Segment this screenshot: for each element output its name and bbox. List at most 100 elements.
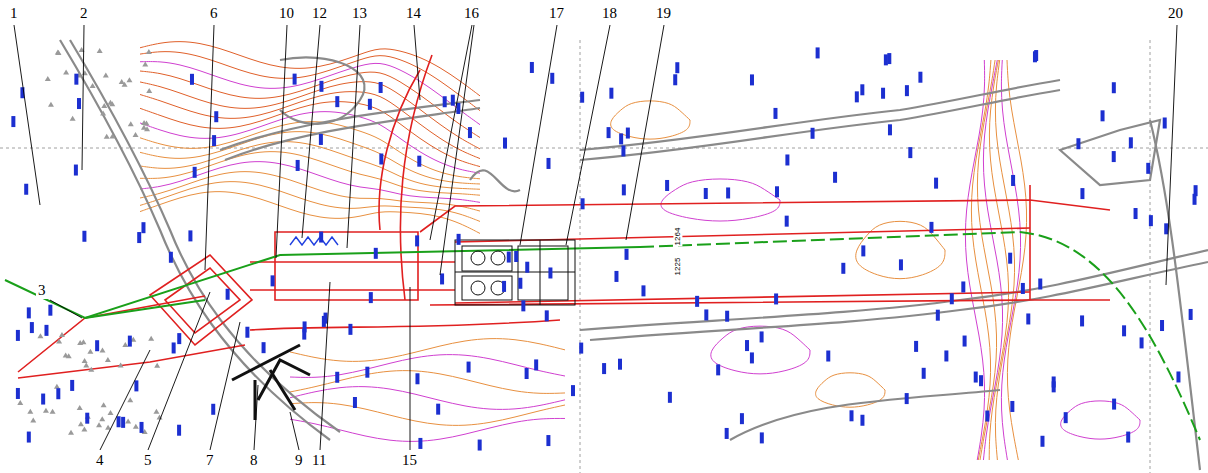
map-feature bbox=[455, 240, 575, 305]
map-feature bbox=[140, 42, 1140, 460]
map-feature bbox=[478, 440, 482, 451]
map-feature bbox=[118, 363, 124, 368]
callout-number: 12 bbox=[310, 5, 329, 22]
map-feature bbox=[335, 372, 339, 383]
map-feature bbox=[451, 95, 455, 106]
callout-number: 20 bbox=[1166, 5, 1185, 22]
map-feature bbox=[640, 232, 1020, 247]
map-feature bbox=[826, 351, 830, 362]
map-feature bbox=[85, 413, 89, 424]
map-feature bbox=[1160, 320, 1164, 331]
map-feature bbox=[1064, 412, 1068, 423]
map-feature bbox=[514, 251, 518, 262]
map-feature bbox=[440, 25, 474, 275]
map-feature bbox=[521, 300, 525, 311]
map-feature bbox=[1080, 188, 1084, 199]
map-feature bbox=[726, 187, 730, 198]
map-feature bbox=[142, 62, 148, 67]
map-feature bbox=[673, 74, 677, 85]
callout-number: 1 bbox=[8, 5, 20, 22]
map-feature bbox=[11, 47, 1197, 450]
map-feature bbox=[548, 267, 552, 278]
map-feature bbox=[607, 127, 611, 138]
map-feature bbox=[468, 127, 472, 138]
map-feature bbox=[1166, 25, 1177, 285]
map-feature bbox=[97, 48, 103, 53]
map-feature bbox=[27, 432, 31, 443]
map-feature bbox=[122, 82, 128, 87]
map-feature bbox=[319, 134, 323, 145]
map-feature bbox=[290, 339, 565, 362]
map-feature bbox=[16, 388, 20, 399]
map-feature bbox=[140, 122, 480, 179]
map-feature bbox=[126, 77, 132, 82]
map-feature bbox=[290, 355, 565, 378]
map-feature bbox=[467, 362, 471, 373]
map-feature bbox=[1122, 325, 1126, 336]
map-feature bbox=[27, 307, 31, 318]
map-feature bbox=[95, 340, 99, 351]
map-feature bbox=[148, 336, 154, 341]
map-feature bbox=[725, 428, 729, 439]
map-feature bbox=[205, 25, 214, 270]
map-feature bbox=[1011, 175, 1015, 186]
map-feature bbox=[611, 101, 690, 139]
map-feature bbox=[525, 368, 529, 379]
map-feature bbox=[665, 180, 669, 191]
map-feature bbox=[1026, 313, 1030, 324]
map-feature bbox=[785, 154, 789, 165]
map-feature bbox=[462, 246, 512, 271]
map-feature bbox=[5, 232, 1200, 440]
map-feature bbox=[1149, 215, 1153, 226]
map-feature bbox=[462, 276, 512, 300]
map-feature bbox=[14, 25, 1177, 450]
map-feature bbox=[503, 138, 507, 149]
map-feature bbox=[415, 373, 419, 384]
map-feature bbox=[961, 281, 965, 292]
map-feature bbox=[11, 116, 15, 127]
map-feature bbox=[1193, 194, 1197, 205]
callout-number: 3 bbox=[36, 282, 48, 299]
map-feature bbox=[971, 60, 991, 460]
map-feature bbox=[55, 50, 61, 55]
map-feature bbox=[18, 55, 1110, 378]
map-feature bbox=[622, 184, 626, 195]
map-feature bbox=[140, 422, 144, 433]
map-feature bbox=[944, 350, 948, 361]
map-feature bbox=[140, 71, 480, 138]
map-feature bbox=[1080, 315, 1084, 326]
map-feature bbox=[730, 390, 1000, 440]
map-feature bbox=[99, 416, 105, 421]
map-feature bbox=[1007, 60, 1027, 460]
map-feature bbox=[368, 99, 372, 110]
map-feature bbox=[379, 70, 420, 230]
map-feature bbox=[1140, 337, 1144, 348]
map-feature bbox=[580, 40, 581, 473]
map-feature bbox=[85, 300, 205, 318]
map-feature bbox=[68, 430, 74, 435]
map-feature bbox=[410, 287, 411, 450]
map-feature bbox=[580, 90, 1060, 160]
map-feature bbox=[774, 293, 778, 304]
map-feature bbox=[1021, 283, 1025, 294]
map-feature bbox=[262, 342, 266, 353]
map-feature bbox=[1146, 163, 1150, 174]
map-feature bbox=[82, 231, 86, 242]
dimension-label: 1225 bbox=[673, 257, 682, 277]
callout-number: 8 bbox=[248, 452, 260, 469]
map-feature bbox=[661, 179, 780, 221]
map-feature bbox=[985, 411, 989, 422]
map-feature bbox=[245, 327, 249, 338]
map-feature bbox=[154, 363, 160, 368]
map-feature bbox=[379, 153, 383, 164]
map-feature bbox=[153, 409, 159, 414]
map-feature bbox=[302, 25, 320, 238]
map-feature bbox=[60, 40, 1208, 470]
map-feature bbox=[82, 25, 84, 170]
callout-number: 4 bbox=[94, 452, 106, 469]
map-feature bbox=[518, 246, 568, 300]
map-feature bbox=[1001, 60, 1020, 460]
map-feature bbox=[369, 292, 373, 303]
map-feature bbox=[1150, 40, 1151, 473]
map-feature bbox=[979, 375, 983, 386]
